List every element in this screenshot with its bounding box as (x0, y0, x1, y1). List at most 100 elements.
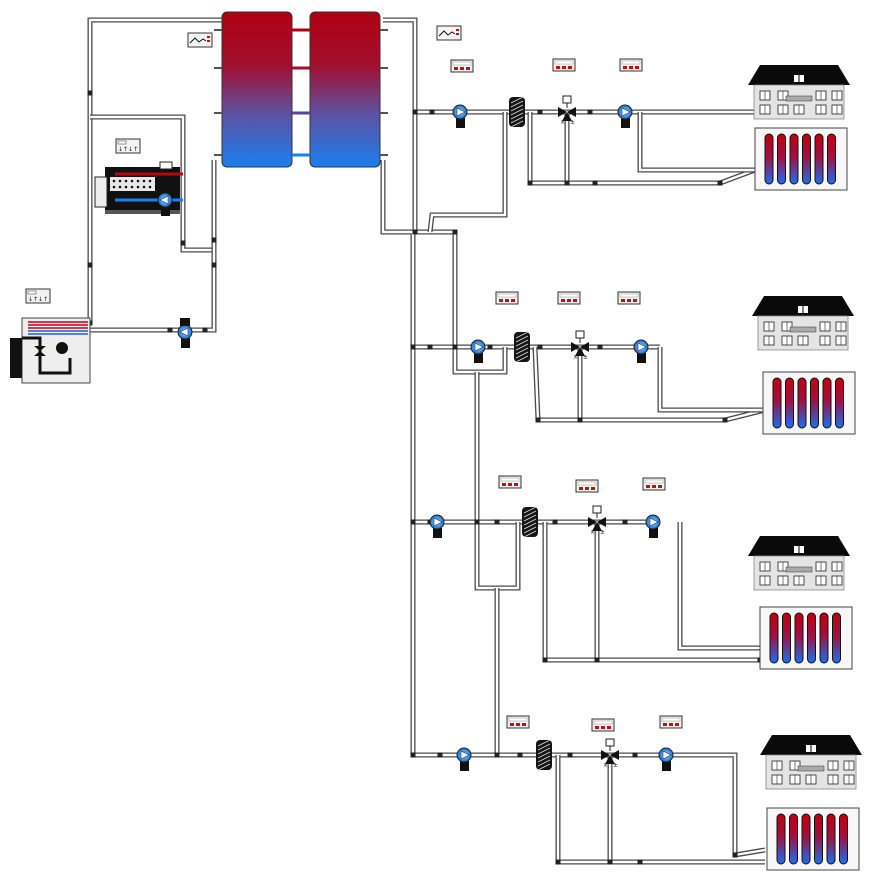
pipe-junction (592, 180, 598, 186)
pipe (440, 752, 738, 855)
pipe-junction (542, 657, 548, 663)
controller-icon (506, 715, 530, 729)
pipe-junction (87, 262, 93, 268)
pipe-junction (494, 752, 500, 758)
pipe (532, 346, 766, 423)
pipe (452, 232, 508, 375)
controller-icon (591, 718, 615, 732)
pipe-junction (577, 417, 583, 423)
heat-pump-icon (10, 317, 91, 384)
pipe (527, 112, 756, 186)
storage-tank-icon (221, 11, 293, 168)
pipe (657, 347, 765, 413)
svg-text:±: ± (613, 762, 618, 769)
controller-icon (450, 59, 474, 73)
pipe-junction (412, 109, 418, 115)
svg-text:±: ± (600, 529, 605, 536)
three-way-valve-icon: ×± (571, 330, 589, 361)
pipe-junction (722, 417, 728, 423)
pipe-junction (517, 752, 523, 758)
controller-icon (617, 291, 641, 305)
radiator-icon (759, 606, 853, 670)
pipe-network (78, 17, 800, 865)
svg-text:×: × (560, 119, 565, 126)
pipe-junction (427, 344, 433, 350)
house-icon (760, 735, 862, 790)
pump-icon (617, 104, 633, 128)
pump-icon (177, 324, 193, 348)
storage-tank-icon (309, 11, 381, 168)
pump-icon (456, 747, 472, 771)
pipe-junction (437, 752, 443, 758)
heat-exchanger-icon (509, 96, 525, 128)
pipe (734, 847, 766, 858)
svg-text:↓↑↓↑: ↓↑↓↑ (28, 296, 48, 303)
controller-icon (619, 58, 643, 72)
pipe-junction (552, 519, 558, 525)
pipe-junction (537, 109, 543, 115)
house-icon (748, 65, 850, 120)
svg-text:↓↑↓↑: ↓↑↓↑ (118, 146, 138, 153)
svg-text:±: ± (583, 354, 588, 361)
pipe-junction (564, 180, 570, 186)
controller-icon (575, 479, 599, 493)
pump-icon (157, 192, 173, 216)
controller-icon (642, 477, 666, 491)
pipe (427, 112, 508, 233)
radiator-icon (762, 371, 856, 435)
trend-monitor-icon (436, 25, 462, 41)
pipe-junction (474, 519, 480, 525)
pipe-junction (597, 344, 603, 350)
controller-icon (659, 715, 683, 729)
pipe (90, 114, 214, 253)
pipe-junction (632, 752, 638, 758)
pump-icon (633, 339, 649, 363)
house-icon (748, 536, 850, 591)
pump-motor-icon (180, 318, 190, 326)
pipe-junction (537, 344, 543, 350)
pipe (637, 112, 755, 173)
heat-exchanger-icon (522, 506, 538, 538)
controller-icon (552, 58, 576, 72)
heat-exchanger-icon (536, 739, 552, 771)
pump-icon (470, 339, 486, 363)
pipe-junction (555, 859, 561, 865)
pipe-junction (587, 109, 593, 115)
pipe-junction (535, 417, 541, 423)
trend-monitor-icon (187, 32, 213, 48)
radiator-icon (766, 807, 860, 871)
pipe-junction (494, 519, 500, 525)
pipe-junction (594, 657, 600, 663)
pipe (542, 522, 760, 663)
pipe-junction (202, 327, 208, 333)
pipe-junction (412, 229, 418, 235)
controller-icon (557, 291, 581, 305)
pipe (380, 160, 455, 235)
three-way-valve-icon: ×± (588, 505, 606, 536)
house-icon (752, 296, 854, 351)
pipe-junction (180, 240, 186, 246)
regulator-icon: ↓↑↓↑ (115, 138, 141, 154)
pipe-junction (429, 109, 435, 115)
pipe (677, 522, 760, 651)
pipe-junction (717, 180, 723, 186)
pipe-junction (410, 752, 416, 758)
pipe-junction (607, 859, 613, 865)
controller-icon (498, 475, 522, 489)
pipe-junction (452, 344, 458, 350)
svg-text:×: × (590, 529, 595, 536)
controller-icon (495, 291, 519, 305)
pump-icon (645, 514, 661, 538)
three-way-valve-icon: ×± (558, 95, 576, 126)
pipe-junction (211, 262, 217, 268)
pipe-junction (487, 344, 493, 350)
pipe-junction (622, 519, 628, 525)
pipe (383, 17, 418, 232)
pipe-junction (452, 229, 458, 235)
pump-icon (658, 747, 674, 771)
pipe-junction (410, 519, 416, 525)
components: ↓↑↓↑↓↑↓↑×±×±×±×± (10, 11, 862, 871)
pump-icon (452, 104, 468, 128)
